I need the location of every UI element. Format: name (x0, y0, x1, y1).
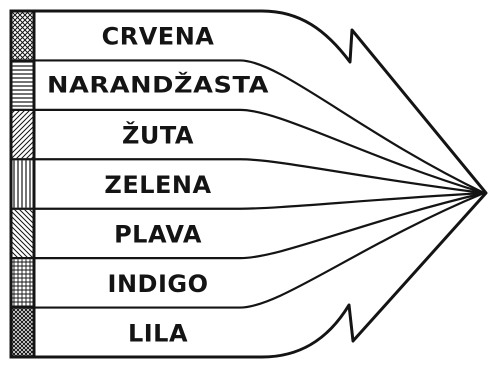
band-divider (12, 193, 484, 308)
pattern-swatch-lila (13, 309, 33, 356)
band-label-plava: PLAVA (114, 220, 202, 248)
band-divider (12, 110, 484, 193)
pattern-swatch--uta (13, 111, 33, 158)
band-label-narand-asta: NARANDŽASTA (47, 73, 269, 99)
band-divider (12, 193, 484, 209)
band-label-zelena: ZELENA (104, 171, 211, 199)
pattern-swatch-zelena (13, 160, 33, 207)
pattern-swatch-indigo (13, 259, 33, 306)
pattern-swatch-plava (13, 210, 33, 257)
pattern-swatch-narand-asta (13, 61, 33, 108)
band-label--uta: ŽUTA (122, 121, 194, 150)
pattern-swatch-crvena (13, 12, 33, 59)
band-label-lila: LILA (128, 319, 188, 347)
band-label-indigo: INDIGO (108, 270, 209, 298)
band-label-crvena: CRVENA (102, 23, 215, 51)
band-divider (12, 159, 484, 193)
